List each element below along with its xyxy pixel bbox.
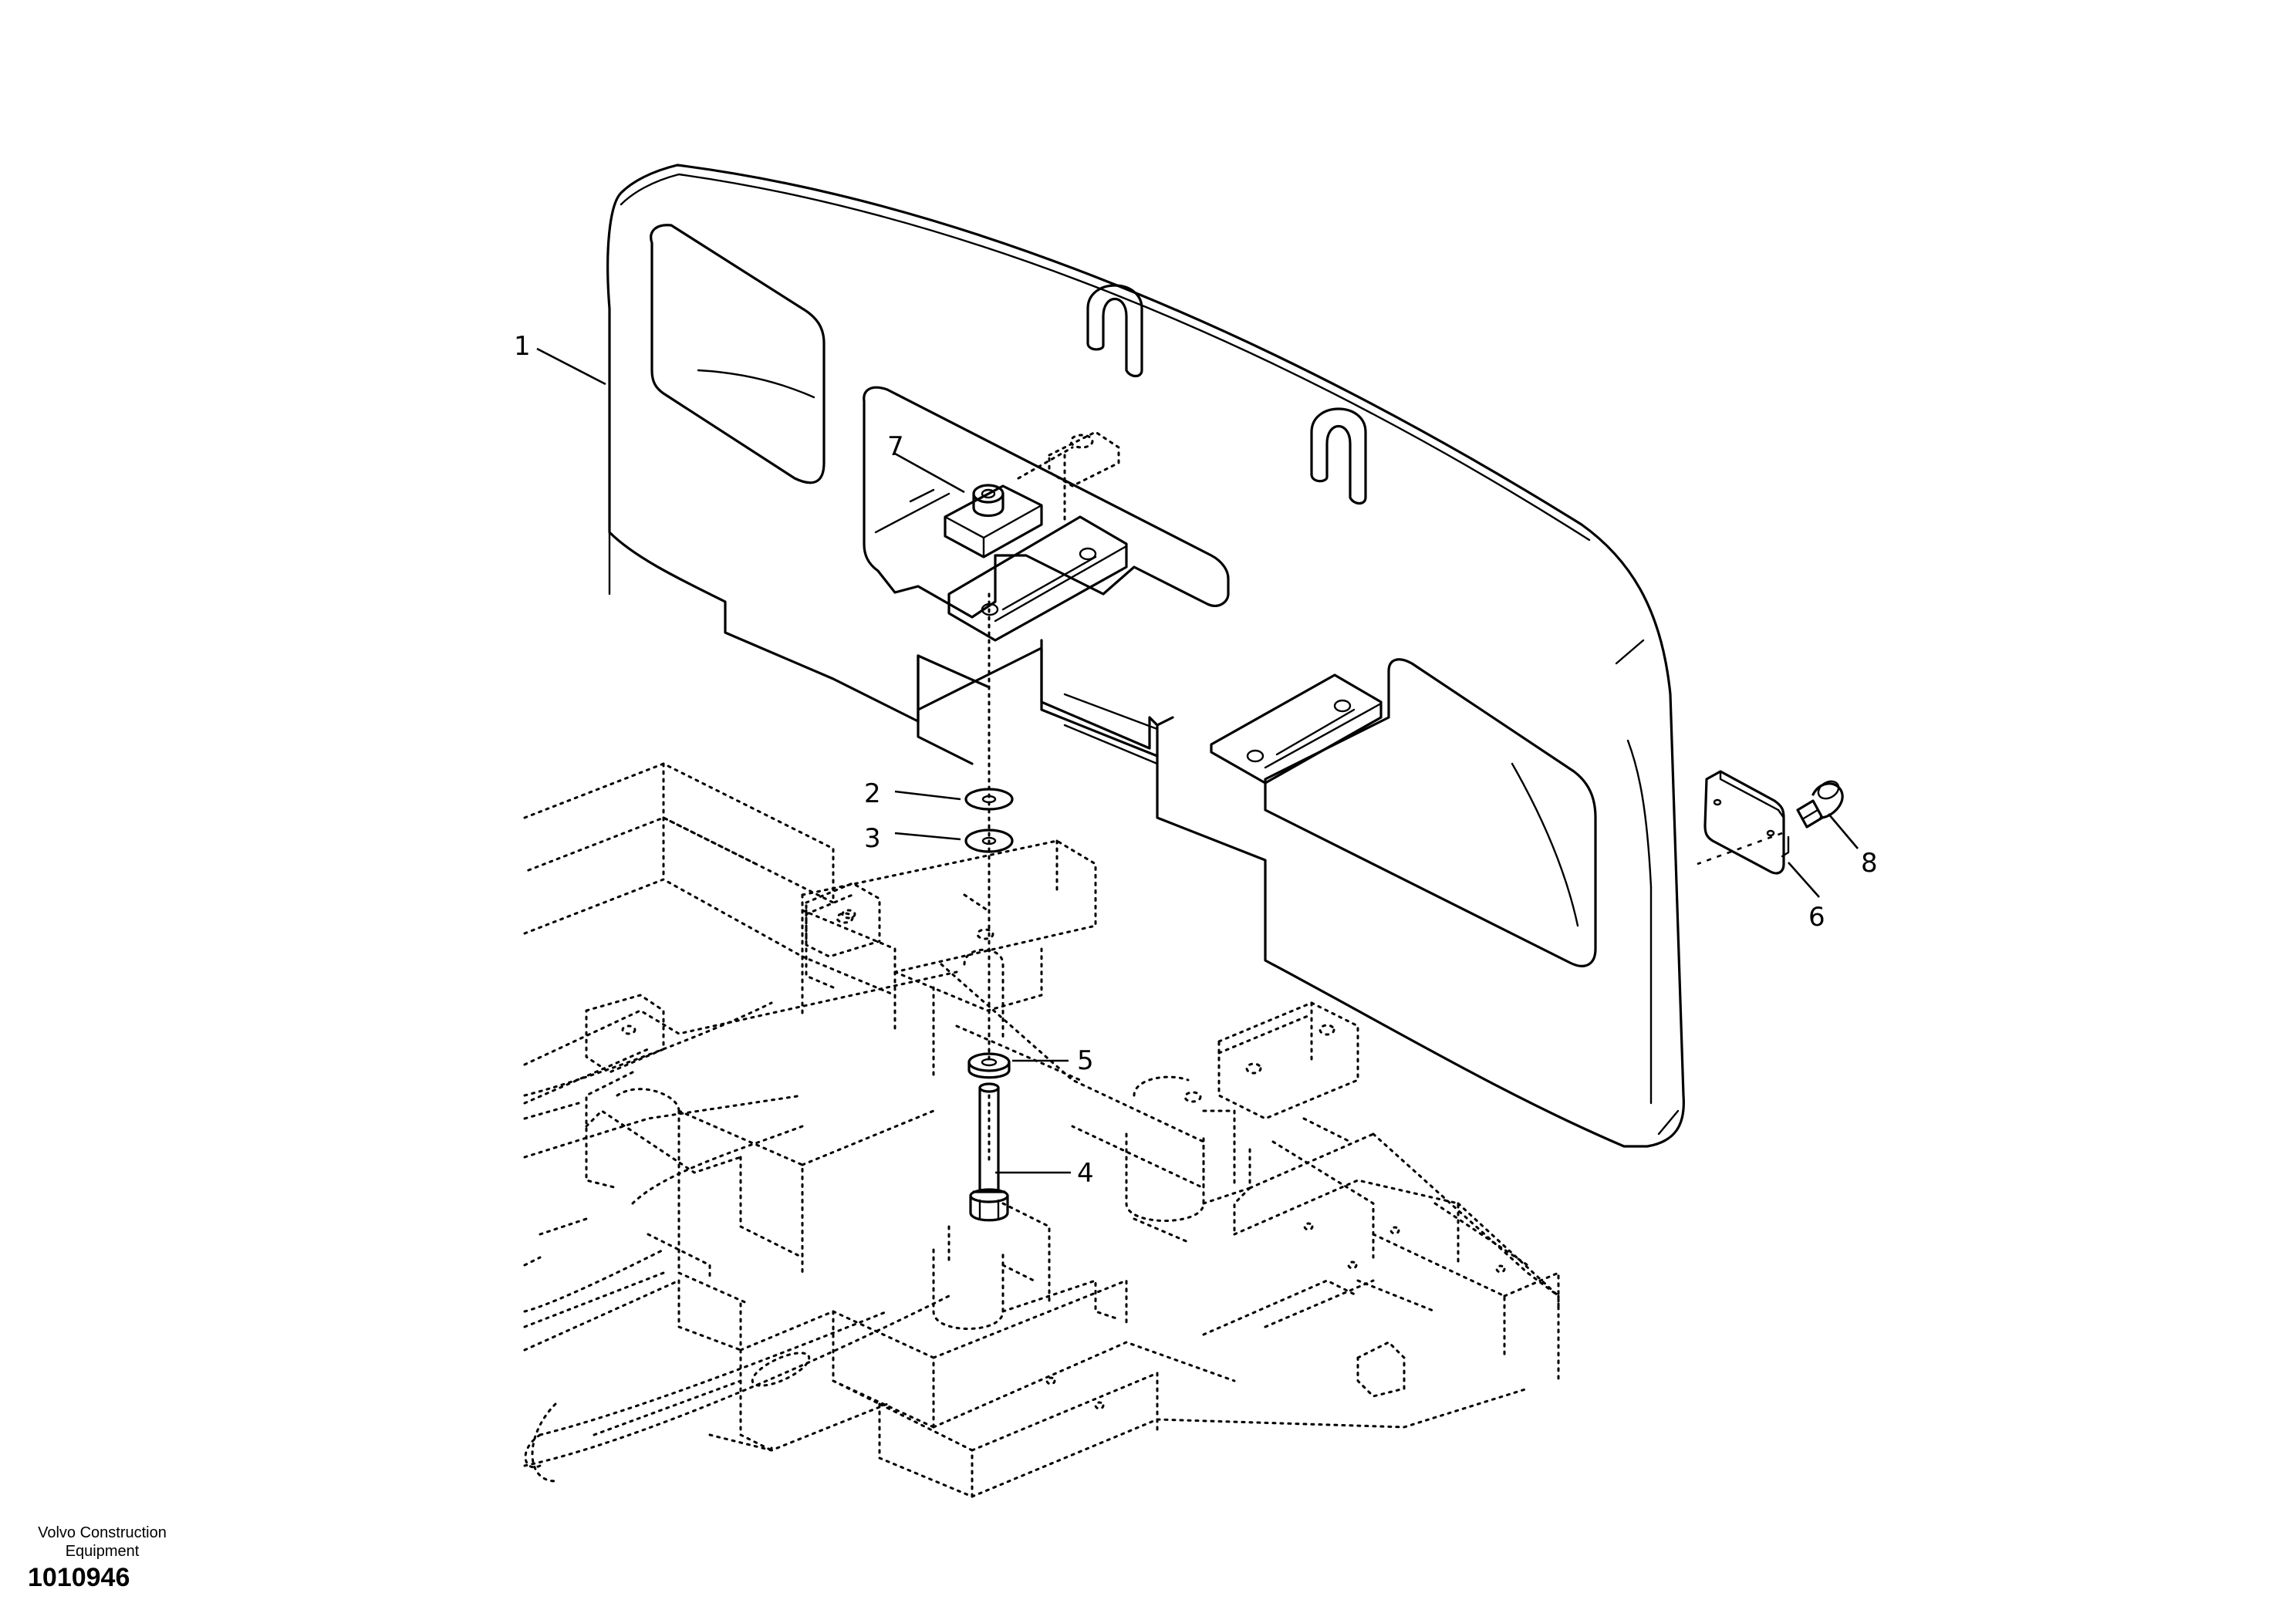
right-opening bbox=[1264, 658, 1597, 967]
callout-7: 7 bbox=[887, 431, 904, 462]
callout-3: 3 bbox=[864, 823, 881, 854]
callout-8: 8 bbox=[1861, 848, 1878, 879]
part-3-washer bbox=[964, 829, 1014, 853]
callout-labels: 1 2 3 4 5 6 7 8 bbox=[514, 331, 1878, 1189]
leader-lines bbox=[536, 347, 1859, 1174]
center-opening bbox=[863, 386, 1230, 619]
part-5-spacer bbox=[967, 1052, 1011, 1079]
callout-1: 1 bbox=[514, 331, 531, 362]
drawing-number: 1010946 bbox=[28, 1563, 130, 1592]
part-6-cover bbox=[1703, 770, 1790, 875]
part-7-pad bbox=[944, 430, 1120, 559]
callout-2: 2 bbox=[864, 778, 881, 809]
part-4-bolt bbox=[969, 1082, 1009, 1222]
counterweight bbox=[606, 164, 1685, 1148]
mount-bracket-right bbox=[1210, 673, 1383, 785]
part-2-washer bbox=[964, 788, 1014, 811]
lifting-eye-right bbox=[1310, 407, 1367, 505]
upper-frame-dotted bbox=[523, 762, 1560, 1498]
brand-line-2: Equipment bbox=[65, 1543, 140, 1560]
part-8-screw bbox=[1796, 780, 1844, 829]
callout-5: 5 bbox=[1077, 1045, 1094, 1076]
axis-dotted-line bbox=[988, 446, 1783, 1066]
callout-4: 4 bbox=[1077, 1158, 1094, 1189]
brand-line-1: Volvo Construction bbox=[38, 1524, 167, 1541]
lifting-eye-left bbox=[1086, 284, 1143, 378]
left-window bbox=[650, 224, 826, 484]
callout-6: 6 bbox=[1808, 902, 1825, 933]
mount-bracket-left bbox=[947, 515, 1128, 642]
